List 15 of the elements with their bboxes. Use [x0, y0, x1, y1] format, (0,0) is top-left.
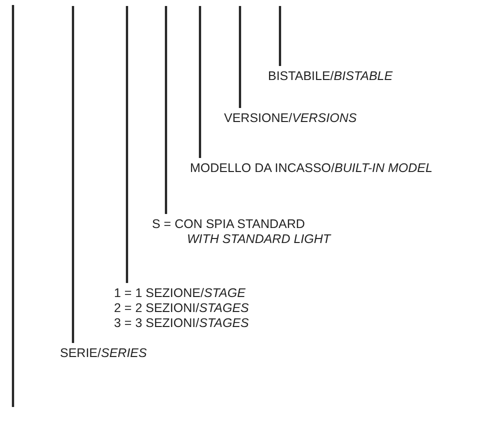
- leader-line: [238, 6, 242, 108]
- leader-line: [198, 6, 202, 158]
- label-text: WITH STANDARD LIGHT: [187, 232, 331, 247]
- label-text: MODELLO DA INCASSO/BUILT-IN MODEL: [190, 161, 432, 176]
- label-text: 1 = 1 SEZIONE/STAGE: [114, 286, 246, 301]
- leader-line: [72, 6, 74, 343]
- leader-line: [164, 6, 168, 214]
- label-text: 3 = 3 SEZIONI/STAGES: [114, 316, 249, 331]
- leader-line: [278, 6, 282, 66]
- label-text: 2 = 2 SEZIONI/STAGES: [114, 301, 249, 316]
- label-text: SERIE/SERIES: [60, 346, 147, 361]
- label-text: BISTABILE/BISTABLE: [268, 69, 393, 84]
- leader-line: [126, 6, 128, 283]
- label-text: S = CON SPIA STANDARD: [152, 217, 305, 232]
- label-text: VERSIONE/VERSIONS: [224, 111, 357, 126]
